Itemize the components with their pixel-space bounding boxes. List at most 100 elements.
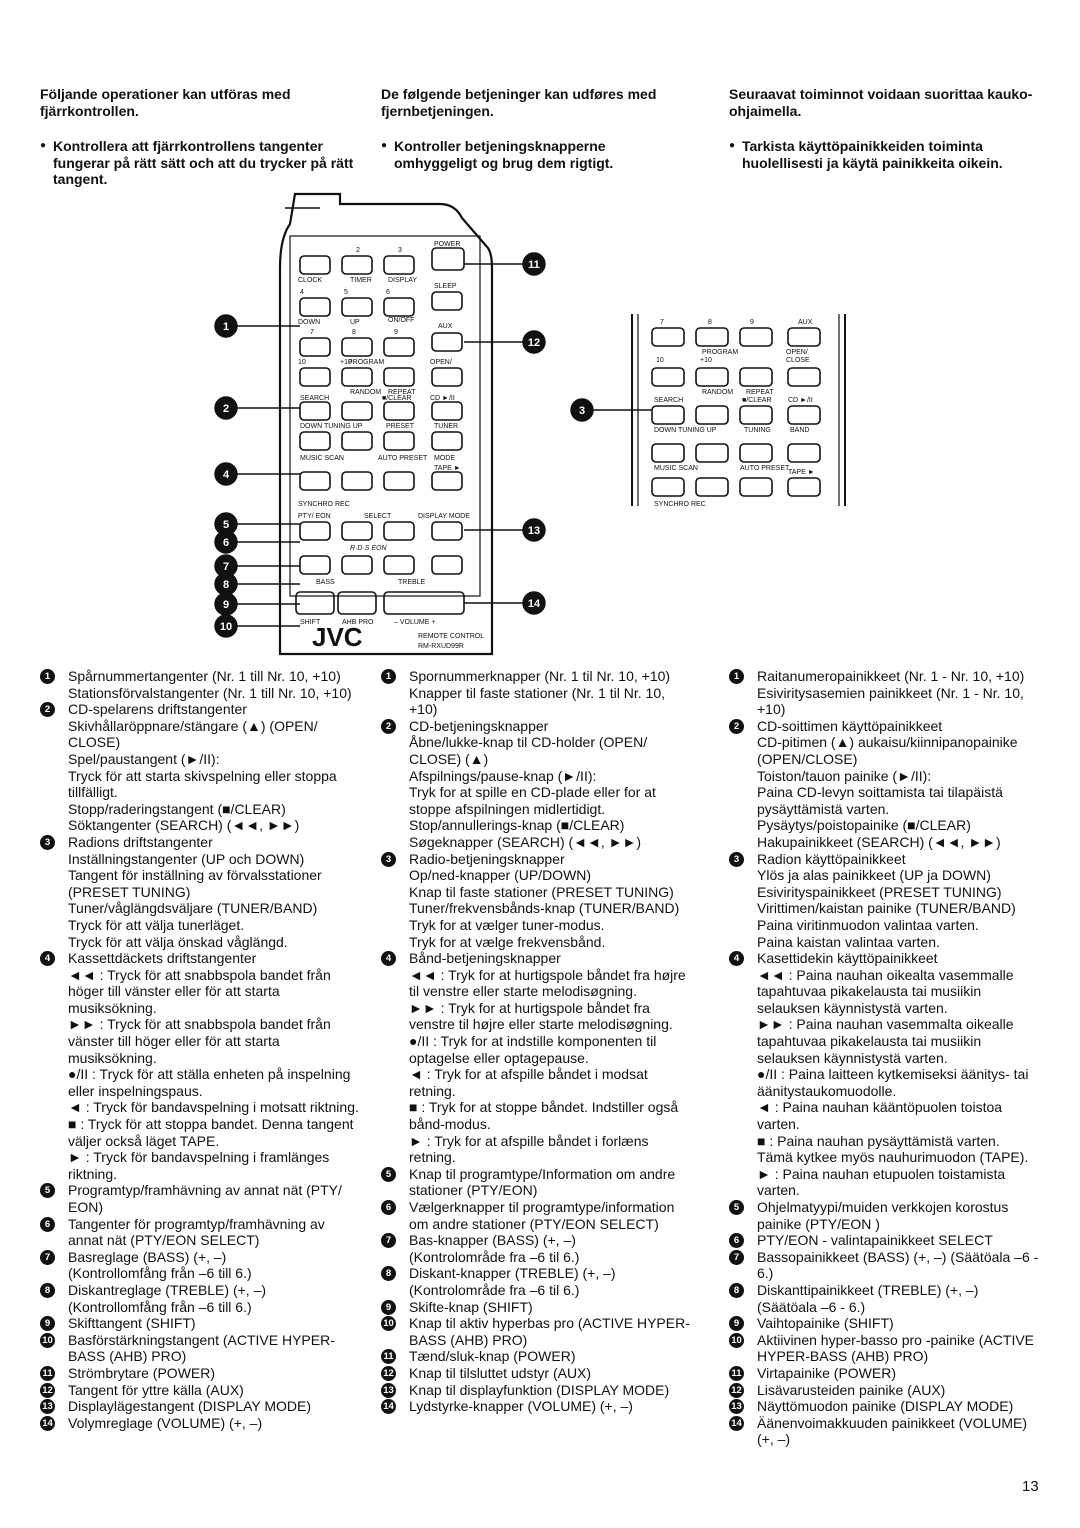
item-line: Esiviritysasemien painikkeet (Nr. 1 - Nr… [757,684,1024,718]
remote-detail-diagram: 7 8 9 AUX PROGRAM 10 +10 OPEN/ CLOSE RAN… [570,314,846,508]
item-line: Lisävarusteiden painike (AUX) [757,1381,946,1398]
svg-text:POWER: POWER [434,241,460,248]
item-number-badge: 1 [40,669,55,684]
item-line: Tuner/våglängdsväljare (TUNER/BAND) [68,900,318,917]
svg-text:SYNCHRO REC: SYNCHRO REC [298,501,350,508]
item-line: Spårnummertangenter (Nr. 1 till Nr. 10, … [68,668,341,684]
item-line: (Kontrolområde fra –6 til 6.) [409,1248,580,1265]
svg-text:SYNCHRO REC: SYNCHRO REC [654,501,706,508]
svg-text:DOWN TUNING UP: DOWN TUNING UP [654,427,717,434]
item-line: ◄◄ : Tryck för att snabbspola bandet frå… [68,966,331,1016]
callout-badge-label: 8 [223,579,229,591]
svg-text:AHB PRO: AHB PRO [342,619,374,626]
item-line: Programtyp/framhävning av annat nät (PTY… [68,1182,342,1215]
svg-text:UP: UP [350,319,360,326]
col-dk-bullet: Kontroller betjeningsknapperne omhyggeli… [381,138,691,171]
item-line: Kasettidekin käyttöpainikkeet [757,950,938,967]
item-number-badge: 6 [729,1233,744,1249]
callout-badge [522,518,546,542]
svg-text:BASS: BASS [316,579,335,586]
item-line: ►► : Paina nauhan vasemmalta oikealle ta… [757,1016,1014,1066]
item-line: ■ : Tryck för att stoppa bandet. Denna t… [68,1116,354,1149]
list-item: 14 Äänenvoimakkuuden painikkeet (VOLUME) … [729,1415,1039,1448]
item-line: Äänenvoimakkuuden painikkeet (VOLUME) (+… [757,1414,1028,1448]
callout-badge-label: 11 [528,259,540,271]
callout-badge-label: 4 [223,469,230,481]
item-line: Ohjelmatyypi/muiden verkkojen korostus p… [757,1199,1009,1232]
item-line: Virittimen/kaistan painike (TUNER/BAND) [757,900,1016,917]
item-number-badge: 10 [40,1332,55,1348]
item-number-badge: 11 [381,1349,396,1365]
item-number-badge: 5 [40,1183,55,1199]
item-line: Hakupainikkeet (SEARCH) (◄◄, ►►) [757,833,1001,850]
item-line: Radio-betjeningsknapper [409,850,565,867]
item-line: Tangent för yttre källa (AUX) [68,1381,244,1398]
svg-text:9: 9 [750,319,754,326]
item-line: ◄ : Tryk for at afspille båndet i modsat… [409,1066,648,1099]
item-number-badge: 12 [381,1365,396,1381]
col-se-header: Följande operationer kan utföras med fjä… [40,86,360,207]
item-line: ► : Tryck för bandavspelning i framlänge… [68,1149,330,1182]
svg-text:DOWN: DOWN [298,319,320,326]
col-fi-intro: Seuraavat toiminnot voidaan suorittaa ka… [729,86,1033,119]
item-number-badge: 14 [40,1415,55,1431]
item-line: Paina kaistan valintaa varten. [757,933,940,950]
item-number-badge: 14 [729,1415,744,1431]
item-line: Tryk for at vælger tuner-modus. [409,916,605,933]
item-number-badge: 12 [729,1382,744,1398]
item-line: Esivirityspainikkeet (PRESET TUNING) [757,883,1002,900]
item-line: ●/II : Paina laitteen kytkemiseksi äänit… [757,1066,1029,1099]
callout-badge-label: 7 [223,561,229,573]
svg-text:SHIFT: SHIFT [300,619,321,626]
item-line: ●/II : Tryck för att ställa enheten på i… [68,1066,351,1099]
item-line: Kassettdäckets driftstangenter [68,950,257,967]
svg-text:5: 5 [344,289,348,296]
item-number-badge: 12 [40,1382,55,1398]
svg-text:PROGRAM: PROGRAM [702,349,738,356]
item-line: Aktiivinen hyper-basso pro -painike (ACT… [757,1331,1035,1365]
svg-text:PRESET: PRESET [386,423,415,430]
item-line: ► : Paina nauhan etupuolen toistamista v… [757,1165,1006,1199]
list-item: 12 Tangent för yttre källa (AUX) [40,1382,360,1399]
item-line: Raitanumeropainikkeet (Nr. 1 - Nr. 10, +… [757,668,1025,684]
callout-badge-label: 9 [223,599,229,611]
item-line: CD-pitimen (▲) aukaisu/kiinnipanopainike… [757,734,1018,767]
col-se-bullet: Kontrollera att fjärrkontrollens tangent… [40,138,360,188]
item-number-badge: 13 [729,1399,744,1415]
item-number-badge: 6 [381,1200,396,1215]
callout-badge [522,252,546,276]
svg-text:RM-RXUD99R: RM-RXUD99R [418,643,464,650]
svg-text:SLEEP: SLEEP [434,283,457,290]
svg-text:MUSIC SCAN: MUSIC SCAN [654,465,698,472]
item-line: ◄◄ : Tryk for at hurtigspole båndet fra … [409,966,686,1000]
item-line: Tangent för inställning av förvalsstatio… [68,867,322,900]
item-line: ●/II : Tryk for at indstille komponenten… [409,1033,657,1066]
page-number: 13 [1022,1478,1039,1495]
item-line: Tuner/frekvensbånds-knap (TUNER/BAND) [409,900,680,917]
col-se-intro: Följande operationer kan utföras med fjä… [40,86,291,119]
callout-badge-label: 12 [528,337,540,349]
svg-text:DISPLAY MODE: DISPLAY MODE [418,513,470,520]
item-line: Paina CD-levyn soittamista tai tilapäist… [757,784,1003,817]
callout-badge [214,462,238,486]
svg-text:TIMER: TIMER [350,277,372,284]
item-line: Diskanttipainikkeet (TREBLE) (+, –) (Sää… [757,1281,979,1315]
item-line: Displaylägestangent (DISPLAY MODE) [68,1398,312,1415]
svg-text:+10: +10 [340,359,352,366]
svg-text:■/CLEAR: ■/CLEAR [742,397,772,404]
item-number-badge: 2 [381,718,396,734]
